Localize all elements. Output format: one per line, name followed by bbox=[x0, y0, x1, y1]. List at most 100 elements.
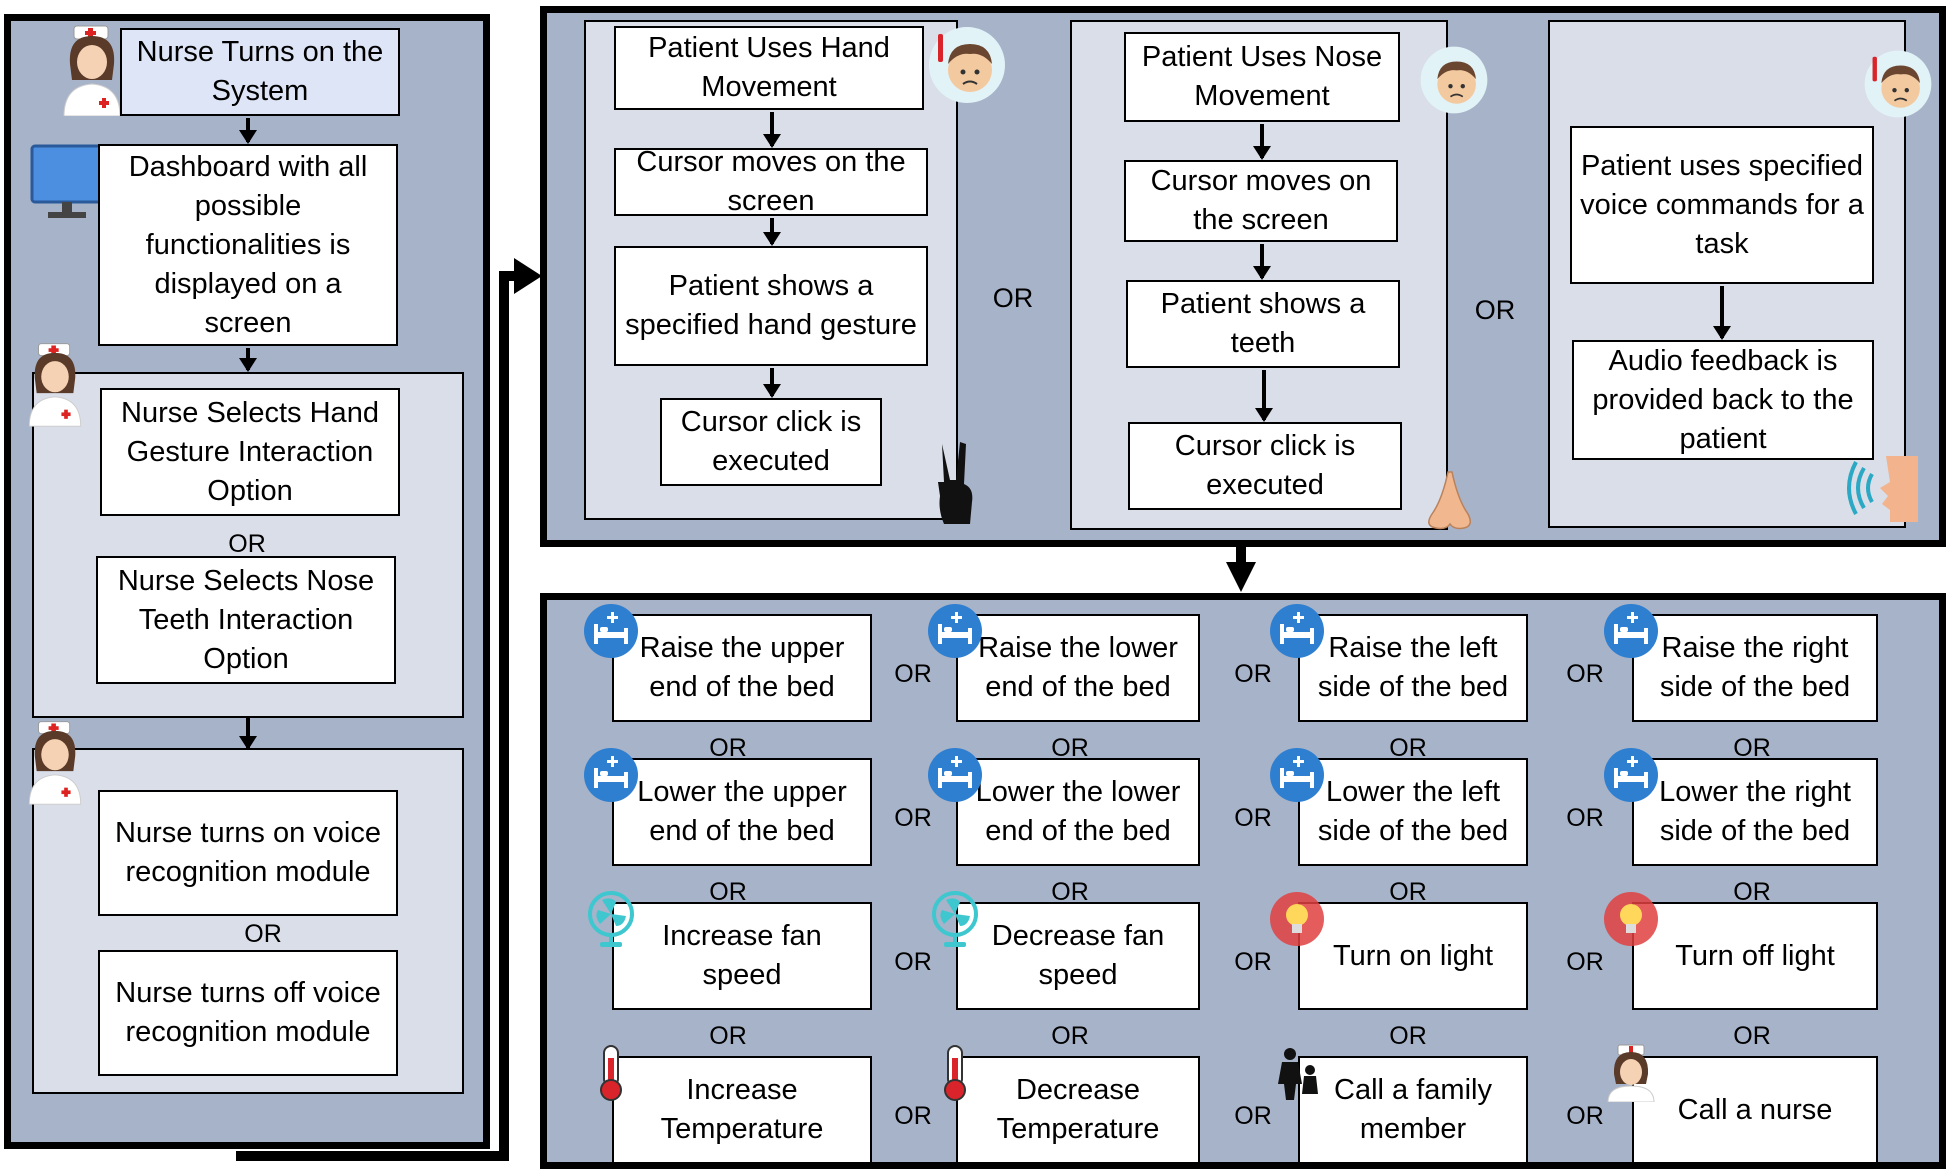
sick-patient-icon bbox=[1864, 50, 1932, 118]
hand-gesture-icon bbox=[938, 442, 973, 524]
panel-connector-arrowhead bbox=[1226, 562, 1256, 592]
or-label: OR bbox=[1051, 878, 1089, 906]
nose-step3-box: Cursor click is executed bbox=[1128, 422, 1402, 510]
flow-arrow bbox=[763, 218, 781, 246]
fan-icon bbox=[932, 891, 978, 947]
flow-connector-top bbox=[499, 271, 517, 281]
start-system-box: Nurse Turns on the System bbox=[120, 28, 400, 116]
action-box: Decrease fan speed bbox=[956, 902, 1200, 1010]
nose-step1-box: Cursor moves on the screen bbox=[1124, 160, 1398, 242]
nurse-icon bbox=[28, 721, 82, 805]
flow-arrow bbox=[239, 118, 257, 144]
bed-icon bbox=[928, 748, 982, 802]
hand-step2-box: Patient shows a specified hand gesture bbox=[614, 246, 928, 366]
nose-title-box: Patient Uses Nose Movement bbox=[1124, 32, 1400, 122]
or-label: OR bbox=[1474, 295, 1516, 325]
light-bulb-icon bbox=[1604, 892, 1658, 946]
flow-connector-bottom bbox=[236, 1151, 509, 1161]
action-box: Lower the left side of the bed bbox=[1298, 758, 1528, 866]
action-box: Turn on light bbox=[1298, 902, 1528, 1010]
or-label: OR bbox=[1234, 804, 1272, 832]
flow-connector-arrowhead bbox=[514, 258, 542, 294]
or-label: OR bbox=[709, 734, 747, 762]
flow-connector-vertical bbox=[499, 271, 509, 1161]
or-label: OR bbox=[1234, 948, 1272, 976]
action-box: Decrease Temperature bbox=[956, 1056, 1200, 1164]
flow-arrow bbox=[1253, 244, 1271, 280]
action-box: Lower the upper end of the bed bbox=[612, 758, 872, 866]
fan-icon bbox=[588, 891, 634, 947]
hand-step3-box: Cursor click is executed bbox=[660, 398, 882, 486]
speaking-icon bbox=[1847, 456, 1918, 522]
or-label: OR bbox=[1389, 1022, 1427, 1050]
light-bulb-icon bbox=[1270, 892, 1324, 946]
hand-step1-box: Cursor moves on the screen bbox=[614, 146, 928, 217]
or-label: OR bbox=[894, 804, 932, 832]
action-box: Call a family member bbox=[1298, 1056, 1528, 1164]
or-label: OR bbox=[894, 660, 932, 688]
bed-icon bbox=[1270, 748, 1324, 802]
voice-off-box: Nurse turns off voice recognition module bbox=[98, 950, 398, 1076]
flow-arrow bbox=[1253, 124, 1271, 160]
thermometer-icon bbox=[600, 1045, 622, 1101]
voice-step2-box: Audio feedback is provided back to the p… bbox=[1572, 340, 1874, 460]
nurse-icon bbox=[1607, 1044, 1655, 1102]
nurse-icon bbox=[63, 25, 121, 116]
voice-step1-box: Patient uses specified voice commands fo… bbox=[1570, 126, 1874, 284]
sick-patient-icon bbox=[929, 27, 1005, 103]
or-label: OR bbox=[1566, 660, 1604, 688]
or-label: OR bbox=[1389, 734, 1427, 762]
or-label: OR bbox=[894, 1102, 932, 1130]
action-box: Increase Temperature bbox=[612, 1056, 872, 1164]
bed-icon bbox=[928, 604, 982, 658]
or-label: OR bbox=[1234, 1102, 1272, 1130]
or-label: OR bbox=[1234, 660, 1272, 688]
flow-arrow bbox=[763, 112, 781, 148]
or-label: OR bbox=[1733, 1022, 1771, 1050]
action-box: Turn off light bbox=[1632, 902, 1878, 1010]
or-label: OR bbox=[1051, 1022, 1089, 1050]
action-box: Raise the upper end of the bed bbox=[612, 614, 872, 722]
dashboard-box: Dashboard with all possible functionalit… bbox=[98, 144, 398, 346]
flow-arrow bbox=[239, 348, 257, 372]
sick-patient-icon bbox=[1420, 46, 1488, 114]
bed-icon bbox=[584, 604, 638, 658]
action-box: Raise the right side of the bed bbox=[1632, 614, 1878, 722]
or-label: OR bbox=[1566, 1102, 1604, 1130]
or-label: OR bbox=[244, 920, 282, 948]
or-label: OR bbox=[1051, 734, 1089, 762]
thermometer-icon bbox=[944, 1045, 966, 1101]
or-label: OR bbox=[228, 530, 266, 558]
bed-icon bbox=[584, 748, 638, 802]
or-label: OR bbox=[1733, 734, 1771, 762]
flow-arrow bbox=[1713, 286, 1731, 340]
hand-title-box: Patient Uses Hand Movement bbox=[614, 26, 924, 110]
voice-on-box: Nurse turns on voice recognition module bbox=[98, 790, 398, 916]
nurse-icon bbox=[28, 343, 82, 427]
action-box: Raise the lower end of the bed bbox=[956, 614, 1200, 722]
flow-arrow bbox=[763, 368, 781, 398]
or-label: OR bbox=[1566, 804, 1604, 832]
family-icon bbox=[1278, 1048, 1318, 1100]
or-label: OR bbox=[1389, 878, 1427, 906]
nose-step2-box: Patient shows a teeth bbox=[1126, 280, 1400, 368]
or-label: OR bbox=[709, 1022, 747, 1050]
or-label: OR bbox=[1566, 948, 1604, 976]
panel-connector-arrow bbox=[1236, 546, 1246, 564]
select-nose-option-box: Nurse Selects Nose Teeth Interaction Opt… bbox=[96, 556, 396, 684]
bed-icon bbox=[1604, 604, 1658, 658]
bed-icon bbox=[1604, 748, 1658, 802]
action-box: Lower the right side of the bed bbox=[1632, 758, 1878, 866]
monitor-icon bbox=[30, 144, 104, 218]
or-label: OR bbox=[992, 283, 1034, 313]
or-label: OR bbox=[894, 948, 932, 976]
flow-arrow bbox=[1255, 370, 1273, 422]
action-box: Raise the left side of the bed bbox=[1298, 614, 1528, 722]
or-label: OR bbox=[1733, 878, 1771, 906]
flow-arrow bbox=[239, 718, 257, 750]
or-label: OR bbox=[709, 878, 747, 906]
select-hand-option-box: Nurse Selects Hand Gesture Interaction O… bbox=[100, 388, 400, 516]
nose-icon bbox=[1428, 471, 1471, 530]
bed-icon bbox=[1270, 604, 1324, 658]
action-box: Lower the lower end of the bed bbox=[956, 758, 1200, 866]
